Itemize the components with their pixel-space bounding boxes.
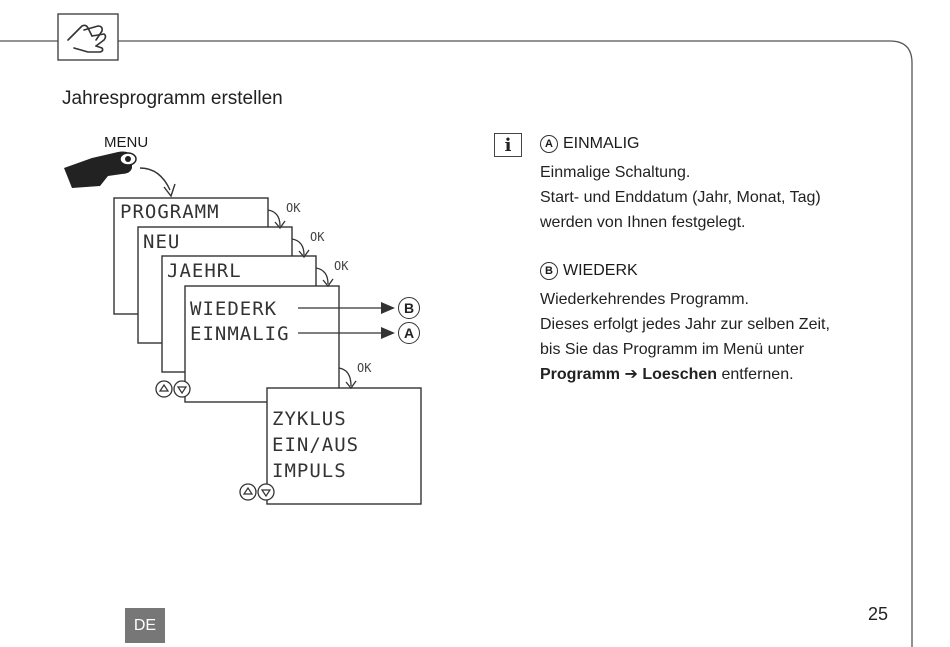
section-a-marker: A (540, 135, 558, 153)
screen-zyklus (266, 387, 422, 505)
up-down-buttons-2 (239, 483, 275, 501)
section-a-line-2: Start- und Enddatum (Jahr, Monat, Tag) (540, 189, 821, 206)
section-a-line-3: werden von Ihnen festgelegt. (540, 214, 746, 231)
lcd-wiederk: WIEDERK (190, 298, 278, 320)
lcd-programm: PROGRAMM (120, 201, 220, 223)
info-icon: i (494, 133, 522, 157)
page-number: 25 (868, 604, 889, 624)
section-a-heading: A EINMALIG (540, 135, 639, 153)
section-b-path: Programm ➔ Loeschen entfernen. (540, 366, 794, 383)
up-arrow-icon (155, 380, 173, 398)
language-badge: DE (125, 608, 165, 643)
up-down-buttons-1 (155, 380, 191, 398)
ok-label-3: OK (334, 259, 349, 273)
ok-label-4: OK (357, 361, 372, 375)
ok-arrows (267, 209, 357, 390)
section-b-line-3: bis Sie das Programm im Menü unter (540, 341, 805, 358)
menu-label: MENU (104, 134, 149, 151)
menu-path-programm: Programm (540, 366, 621, 383)
down-arrow-icon (257, 483, 275, 501)
finger-press-icon (64, 151, 137, 188)
hand-pointing-icon (67, 24, 107, 53)
section-b-line-1: Wiederkehrendes Programm. (540, 291, 749, 308)
ok-label-2: OK (310, 230, 325, 244)
section-b-heading: B WIEDERK (540, 262, 638, 280)
up-arrow-icon (239, 483, 257, 501)
menu-path-loeschen: Loeschen (642, 366, 718, 383)
lcd-zyklus: ZYKLUS (272, 408, 347, 430)
lcd-neu: NEU (143, 231, 181, 253)
hand-icon-box (57, 13, 119, 61)
down-arrow-icon (173, 380, 191, 398)
marker-b: B (398, 297, 420, 319)
lcd-einmalig: EINMALIG (190, 323, 290, 345)
section-b-line-2: Dieses erfolgt jedes Jahr zur selben Zei… (540, 316, 830, 333)
screen-wiederk-einmalig (184, 285, 340, 403)
section-b-marker: B (540, 262, 558, 280)
page-title: Jahresprogramm erstellen (62, 88, 283, 109)
ok-label-1: OK (286, 201, 301, 215)
marker-a: A (398, 322, 420, 344)
lcd-ein-aus: EIN/AUS (272, 434, 360, 456)
arrow-icon: ➔ (624, 366, 638, 383)
section-a-line-1: Einmalige Schaltung. (540, 164, 691, 181)
lcd-impuls: IMPULS (272, 460, 347, 482)
lcd-jaehrl: JAEHRL (167, 260, 242, 282)
